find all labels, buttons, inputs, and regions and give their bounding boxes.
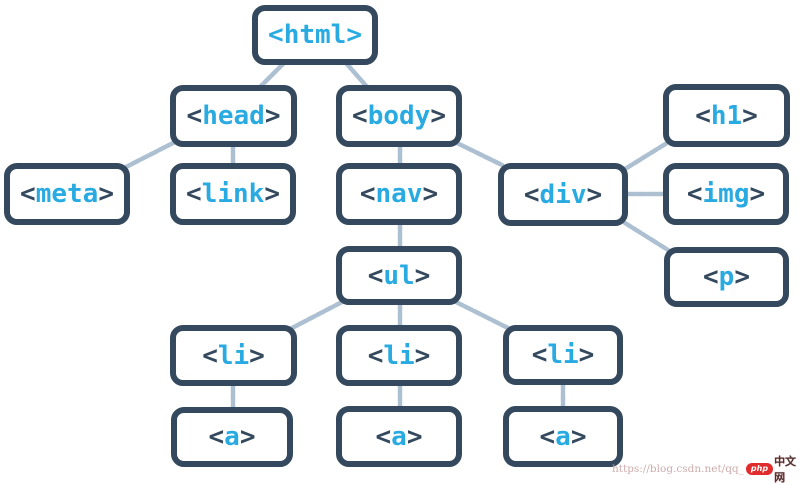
node-a3: <a> <box>503 406 623 467</box>
tag-name-ul: ul <box>383 260 415 291</box>
tag-name-p: p <box>718 262 735 292</box>
php-cn-logo: php 中文网 <box>745 453 800 485</box>
tag-name-li3: li <box>547 340 579 370</box>
node-nav: <nav> <box>336 163 462 225</box>
node-li1: <li> <box>170 325 297 386</box>
watermark-url-text: https://blog.csdn.net/qq_ <box>612 463 744 475</box>
node-h1: <h1> <box>663 84 790 147</box>
tag-name-h1: h1 <box>710 100 743 131</box>
tag-name-link: link <box>201 179 265 209</box>
node-a1: <a> <box>171 407 293 467</box>
tag-name-a2: a <box>391 421 407 452</box>
edge-ul-li3 <box>453 299 511 331</box>
node-head: <head> <box>170 85 297 147</box>
tag-name-div: div <box>539 179 587 210</box>
node-a2: <a> <box>336 406 462 467</box>
edge-head-meta <box>123 139 178 170</box>
node-li3: <li> <box>503 325 623 385</box>
node-div: <div> <box>498 163 628 226</box>
node-body: <body> <box>336 85 462 147</box>
tag-name-a3: a <box>555 421 571 452</box>
node-html: <html> <box>252 5 378 65</box>
php-cn-logo-text: 中文网 <box>774 455 797 484</box>
tree-connector-lines <box>123 60 671 412</box>
node-li2: <li> <box>336 325 462 386</box>
tag-name-a1: a <box>224 422 240 452</box>
edge-ul-li1 <box>289 299 345 331</box>
tag-name-head: head <box>202 101 265 131</box>
node-link: <link> <box>170 163 296 225</box>
node-ul: <ul> <box>336 246 462 305</box>
edge-div-h1 <box>622 140 670 172</box>
node-p: <p> <box>664 247 789 307</box>
tag-name-nav: nav <box>375 179 423 209</box>
php-logo-badge: php <box>745 463 774 475</box>
edge-body-div <box>454 140 505 168</box>
node-img: <img> <box>663 163 789 225</box>
tag-name-meta: meta <box>35 179 99 209</box>
tag-name-li2: li <box>383 340 415 371</box>
tag-name-li1: li <box>217 340 250 371</box>
tag-name-html: html <box>283 20 347 50</box>
watermark: https://blog.csdn.net/qq_ php 中文网 <box>612 453 800 485</box>
edge-div-p <box>622 220 671 253</box>
tag-name-body: body <box>367 101 431 131</box>
tag-name-img: img <box>702 179 750 209</box>
node-meta: <meta> <box>4 163 130 225</box>
dom-tree-diagram: <html> <head> <body> <h1> <meta> <link> <nav> <… <box>4 5 797 484</box>
